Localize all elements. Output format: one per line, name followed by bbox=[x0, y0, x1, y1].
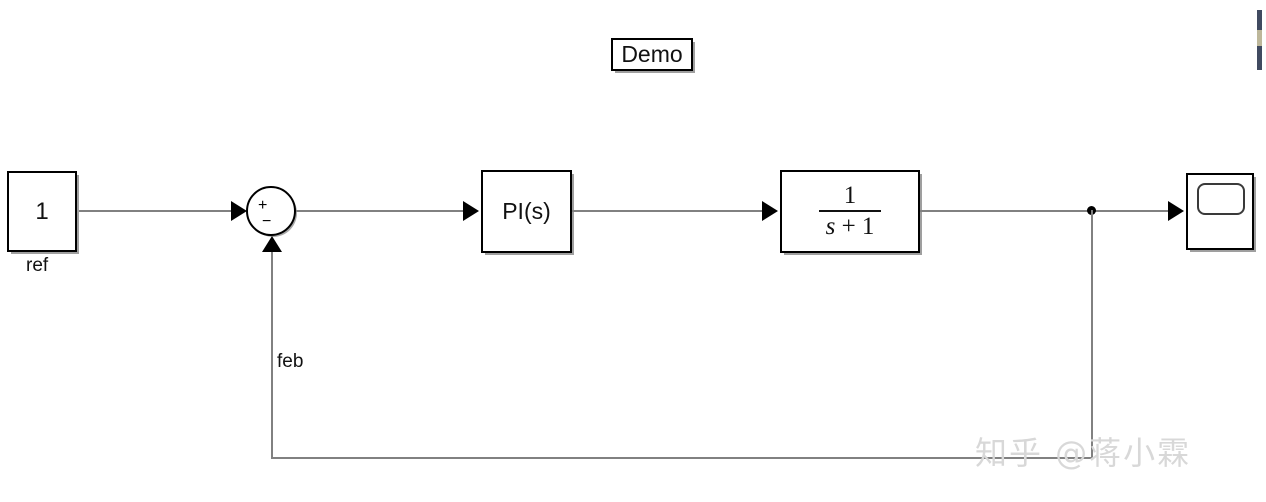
arrowhead-into-scope bbox=[1168, 201, 1184, 221]
sum-junction-block[interactable] bbox=[246, 186, 296, 236]
controller-text: PI(s) bbox=[502, 198, 551, 224]
sum-plus-sign: + bbox=[258, 197, 268, 214]
constant-value: 1 bbox=[35, 197, 49, 225]
wire-feedback-horizontal bbox=[271, 457, 1093, 459]
diagram-title-text: Demo bbox=[621, 41, 683, 67]
plant-denominator-rest: + 1 bbox=[841, 213, 875, 240]
watermark-text: 知乎 @蒋小霖 bbox=[975, 434, 1192, 472]
wire-feedback-vertical-left bbox=[271, 252, 273, 459]
plant-block[interactable]: 1 s + 1 bbox=[780, 170, 920, 253]
plant-transfer-function: 1 s + 1 bbox=[819, 181, 881, 241]
arrowhead-into-plant bbox=[762, 201, 778, 221]
wire-constant-to-sum bbox=[79, 210, 231, 212]
arrowhead-into-sum-bottom bbox=[262, 236, 282, 252]
corner-scrollbar-artifact-highlight bbox=[1257, 30, 1262, 46]
scope-block[interactable] bbox=[1186, 173, 1254, 250]
wire-sum-to-controller bbox=[296, 210, 463, 212]
fraction-bar bbox=[819, 210, 881, 212]
wire-plant-to-scope bbox=[920, 210, 1168, 212]
sum-minus-sign: − bbox=[262, 213, 272, 230]
scope-screen-icon bbox=[1197, 183, 1245, 215]
arrowhead-into-sum-left bbox=[231, 201, 247, 221]
wire-feedback-vertical-right bbox=[1091, 210, 1093, 459]
plant-numerator: 1 bbox=[843, 181, 857, 209]
arrowhead-into-controller bbox=[463, 201, 479, 221]
constant-block-label: ref bbox=[26, 255, 49, 276]
plant-denominator: s + 1 bbox=[820, 212, 881, 240]
constant-block[interactable]: 1 bbox=[7, 171, 77, 252]
plant-denominator-variable: s bbox=[825, 213, 836, 240]
wire-controller-to-plant bbox=[572, 210, 762, 212]
diagram-title-block[interactable]: Demo bbox=[611, 38, 693, 71]
feedback-signal-label: feb bbox=[277, 351, 304, 372]
controller-block[interactable]: PI(s) bbox=[481, 170, 572, 253]
